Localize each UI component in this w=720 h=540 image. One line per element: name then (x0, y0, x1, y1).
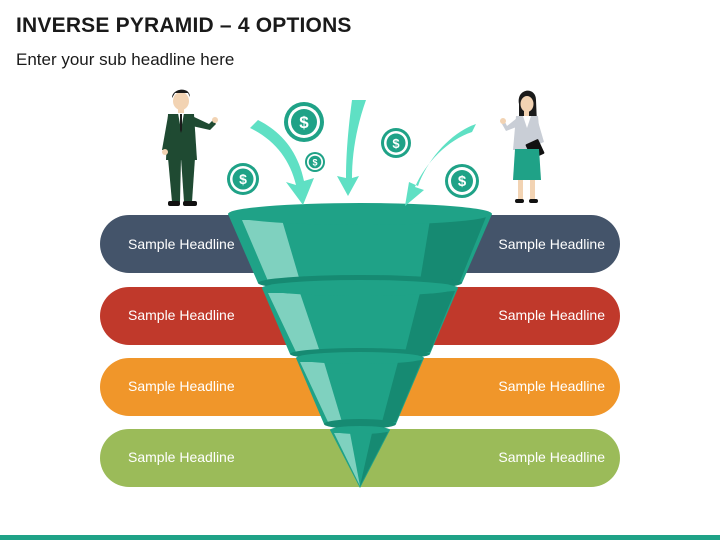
row-3-left-label: Sample Headline (128, 378, 235, 394)
svg-text:$: $ (239, 171, 247, 187)
businessman-icon (162, 89, 218, 206)
svg-text:$: $ (392, 136, 400, 151)
svg-text:$: $ (458, 173, 467, 190)
footer-accent-bar (0, 535, 720, 540)
row-2-left-label: Sample Headline (128, 307, 235, 323)
row-2-right-label: Sample Headline (498, 307, 605, 323)
dollar-coin-icon: $ (227, 163, 259, 195)
dollar-coin-icon: $ (445, 164, 479, 198)
row-4-right-label: Sample Headline (498, 449, 605, 465)
svg-text:$: $ (312, 158, 317, 168)
page-title: INVERSE PYRAMID – 4 OPTIONS (16, 14, 352, 37)
funnel (228, 203, 492, 488)
dollar-coin-icon: $ (381, 128, 411, 158)
businesswoman-icon (500, 90, 545, 203)
arrow-icon (337, 100, 366, 196)
arrow-icon (250, 120, 314, 205)
row-1-right-label: Sample Headline (498, 236, 605, 252)
page-subtitle: Enter your sub headline here (16, 50, 235, 69)
dollar-coin-icon: $ (305, 152, 325, 172)
row-1-left-label: Sample Headline (128, 236, 235, 252)
arrow-icon (405, 124, 476, 206)
svg-text:$: $ (299, 113, 309, 132)
row-3-right-label: Sample Headline (498, 378, 605, 394)
dollar-coin-icon: $ (284, 102, 324, 142)
row-4-left-label: Sample Headline (128, 449, 235, 465)
